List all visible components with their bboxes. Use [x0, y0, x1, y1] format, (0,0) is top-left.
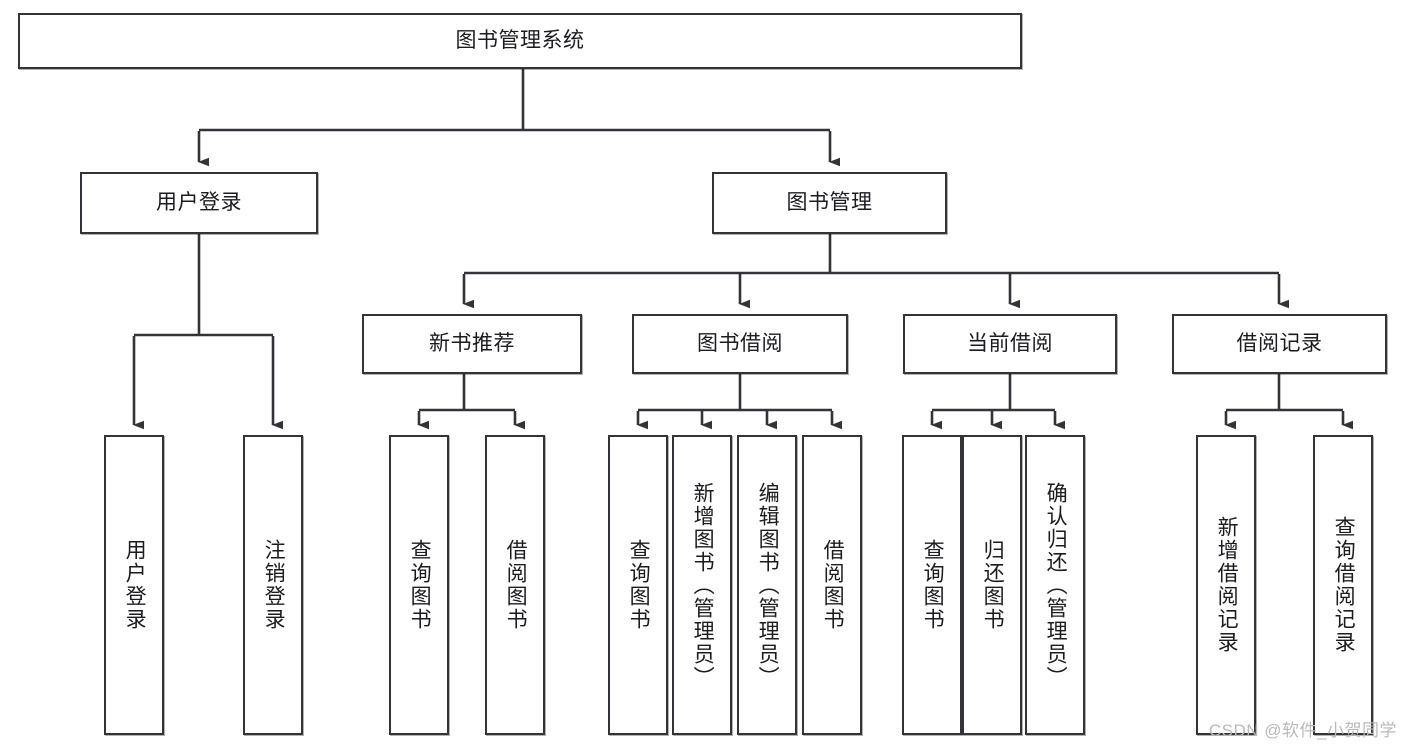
- node-borrow-record[interactable]: 借阅记录: [1172, 314, 1387, 374]
- node-leaf-logout[interactable]: 注销登录: [243, 435, 303, 735]
- node-leaf-query-book-3[interactable]: 查询图书: [902, 435, 962, 735]
- node-leaf-query-record-label: 查询借阅记录: [1332, 516, 1356, 654]
- node-borrow-record-label: 借阅记录: [1236, 332, 1323, 356]
- node-leaf-add-record[interactable]: 新增借阅记录: [1196, 435, 1256, 735]
- node-leaf-logout-label: 注销登录: [262, 539, 286, 631]
- node-leaf-borrow-book-1[interactable]: 借阅图书: [485, 435, 545, 735]
- node-leaf-add-book-label: 新增图书（管理员）: [691, 481, 715, 689]
- node-user-login[interactable]: 用户登录: [80, 172, 318, 234]
- node-current-borrow[interactable]: 当前借阅: [903, 314, 1117, 374]
- node-book-borrow[interactable]: 图书借阅: [632, 314, 848, 374]
- node-book-manage-label: 图书管理: [786, 191, 873, 215]
- node-current-borrow-label: 当前借阅: [967, 332, 1053, 356]
- node-leaf-return-book[interactable]: 归还图书: [962, 435, 1022, 735]
- node-leaf-borrow-book-1-label: 借阅图书: [504, 539, 528, 631]
- node-leaf-query-record[interactable]: 查询借阅记录: [1313, 435, 1373, 735]
- node-user-login-label: 用户登录: [156, 191, 242, 215]
- node-book-manage[interactable]: 图书管理: [712, 172, 947, 234]
- node-book-borrow-label: 图书借阅: [697, 332, 783, 356]
- node-leaf-query-book-1-label: 查询图书: [408, 539, 432, 631]
- node-leaf-user-login[interactable]: 用户登录: [104, 435, 164, 735]
- node-leaf-add-book[interactable]: 新增图书（管理员）: [672, 435, 732, 735]
- node-leaf-query-book-1[interactable]: 查询图书: [389, 435, 449, 735]
- node-leaf-borrow-book-2-label: 借阅图书: [821, 539, 845, 631]
- node-leaf-return-book-label: 归还图书: [981, 539, 1005, 631]
- node-leaf-confirm-return-label: 确认归还（管理员）: [1044, 481, 1068, 689]
- node-leaf-query-book-2-label: 查询图书: [627, 539, 651, 631]
- node-new-book-recommend[interactable]: 新书推荐: [362, 314, 582, 374]
- node-leaf-confirm-return[interactable]: 确认归还（管理员）: [1025, 435, 1085, 735]
- node-leaf-query-book-3-label: 查询图书: [921, 539, 945, 631]
- node-leaf-add-record-label: 新增借阅记录: [1215, 516, 1239, 654]
- node-root-system[interactable]: 图书管理系统: [18, 13, 1022, 69]
- node-leaf-edit-book[interactable]: 编辑图书（管理员）: [737, 435, 797, 735]
- node-leaf-query-book-2[interactable]: 查询图书: [608, 435, 668, 735]
- node-root-label: 图书管理系统: [455, 29, 585, 53]
- node-new-book-recommend-label: 新书推荐: [429, 332, 515, 356]
- node-leaf-borrow-book-2[interactable]: 借阅图书: [802, 435, 862, 735]
- node-leaf-edit-book-label: 编辑图书（管理员）: [756, 481, 780, 689]
- node-leaf-user-login-label: 用户登录: [123, 539, 147, 631]
